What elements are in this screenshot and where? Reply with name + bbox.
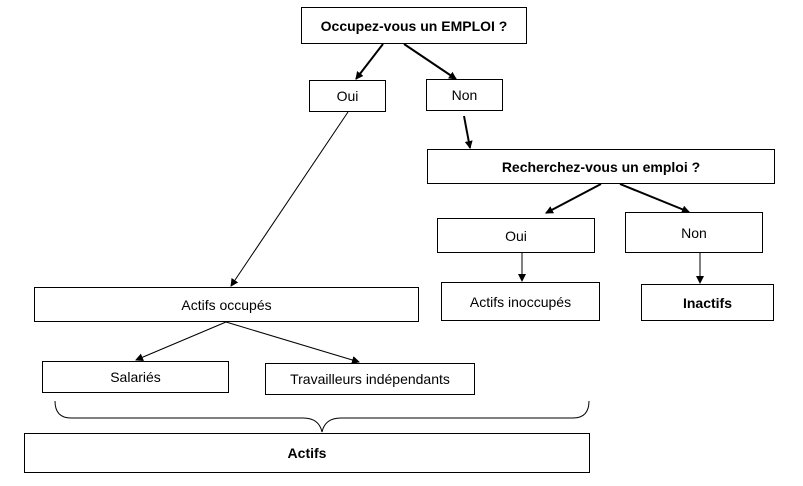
arrow-question-to-yes: [355, 43, 384, 80]
answer-yes-box-1: Oui: [309, 80, 386, 112]
grouping-brace: [54, 400, 590, 433]
employed-actives-box: Actifs occupés: [34, 287, 419, 322]
arrow-question-to-no: [403, 43, 457, 80]
arrow-search-to-no: [619, 183, 690, 214]
answer-no-box-2: Non: [625, 212, 763, 253]
employees-box: Salariés: [42, 361, 229, 393]
self-employed-box: Travailleurs indépendants: [265, 363, 475, 395]
arrow-employed-to-employees: [135, 321, 227, 361]
question-employment-box: Occupez-vous un EMPLOI ?: [301, 7, 527, 44]
arrow-no-to-search: [463, 115, 473, 149]
question-job-search-box: Recherchez-vous un emploi ?: [427, 149, 775, 184]
actives-box: Actifs: [24, 433, 590, 473]
unemployed-actives-box: Actifs inoccupés: [441, 282, 600, 321]
inactives-box: Inactifs: [641, 284, 774, 321]
arrow-search-to-yes: [545, 183, 602, 214]
answer-yes-box-2: Oui: [437, 218, 595, 253]
answer-no-box-1: Non: [426, 79, 503, 111]
arrow-yes-to-employed: [230, 111, 349, 287]
arrow-employed-to-self-employed: [225, 321, 360, 364]
